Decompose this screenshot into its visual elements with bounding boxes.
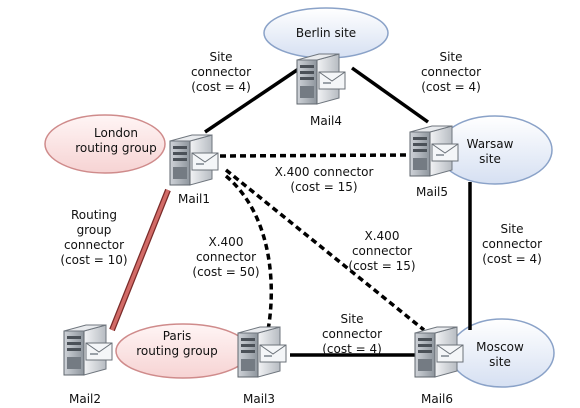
warsaw-label-line1: Warsaw	[467, 137, 514, 151]
mail4-mail5-label-line2: connector	[421, 65, 481, 79]
mail5-mail6-label-line2: connector	[482, 237, 542, 251]
site-connector-mail4-mail5	[350, 66, 430, 124]
moscow-label-line2: site	[489, 355, 511, 369]
moscow-label-line1: Moscow	[476, 340, 524, 354]
mail1-mail2-label-line1: Routing	[71, 208, 117, 222]
mail1-mail2-label-line4: (cost = 10)	[60, 253, 127, 267]
mail3-mail6-label-line1: Site	[340, 312, 363, 326]
paris-label-line1: Paris	[163, 329, 192, 343]
mail1-mail3-label-line2: connector	[196, 250, 256, 264]
mail2-server-icon[interactable]	[63, 324, 113, 376]
mail1-mail3-label-line1: X.400	[209, 235, 244, 249]
berlin-site-label: Berlin site	[296, 26, 356, 40]
mail6-server-icon[interactable]	[414, 326, 464, 378]
london-label-line1: London	[94, 126, 138, 140]
mail1-server-icon[interactable]	[169, 134, 219, 186]
x400-connector-mail1-mail3	[224, 174, 273, 331]
mail4-label: Mail4	[310, 114, 342, 128]
mail1-mail4-label-line1: Site	[209, 50, 232, 64]
london-label-line2: routing group	[75, 141, 157, 155]
mail4-mail5-label-line3: (cost = 4)	[421, 80, 481, 94]
x400-connector-mail1-mail6	[224, 168, 426, 332]
mail1-mail4-label-line2: connector	[191, 65, 251, 79]
mail3-mail6-label-line3: (cost = 4)	[322, 342, 382, 356]
mail1-mail2-label-line3: connector	[64, 238, 124, 252]
routing-group-connector-mail1-mail2	[110, 189, 170, 331]
mail3-server-icon[interactable]	[237, 326, 287, 378]
mail5-mail6-label-line1: Site	[500, 222, 523, 236]
mail5-server-icon[interactable]	[409, 125, 459, 177]
mail1-mail6-label-line2: connector	[352, 244, 412, 258]
mail5-label: Mail5	[416, 185, 448, 199]
warsaw-label-line2: site	[479, 152, 501, 166]
mail5-mail6-label-line3: (cost = 4)	[482, 252, 542, 266]
mail1-mail6-label-line3: (cost = 15)	[348, 259, 415, 273]
mail1-mail2-label-line2: group	[77, 223, 112, 237]
mail3-label: Mail3	[243, 392, 275, 406]
mail2-label: Mail2	[69, 392, 101, 406]
paris-label-line2: routing group	[136, 344, 218, 358]
mail1-mail4-label-line3: (cost = 4)	[191, 80, 251, 94]
x400-connector-mail1-mail5	[219, 153, 409, 158]
mail1-label: Mail1	[178, 192, 210, 206]
mail1-mail3-label-line3: (cost = 50)	[192, 265, 259, 279]
london-routing-group-ellipse	[44, 114, 166, 174]
mail1-mail6-label-line1: X.400	[365, 229, 400, 243]
mail3-mail6-label-line2: connector	[322, 327, 382, 341]
mail4-server-icon[interactable]	[296, 53, 346, 105]
mail1-mail5-label-line1: X.400 connector	[275, 165, 374, 179]
site-connector-mail1-mail4	[204, 66, 301, 134]
mail6-label: Mail6	[421, 392, 453, 406]
mail1-mail5-label-line2: (cost = 15)	[290, 180, 357, 194]
mail4-mail5-label-line1: Site	[439, 50, 462, 64]
